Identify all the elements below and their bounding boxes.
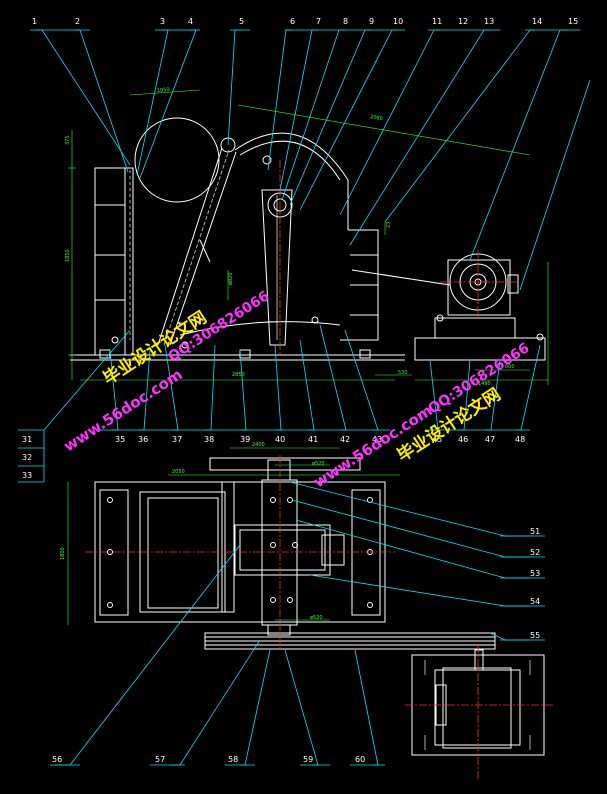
dim-6: 530 (398, 370, 408, 376)
callout-58: 58 (228, 755, 238, 764)
callout-46: 46 (458, 435, 468, 444)
callout-37: 37 (172, 435, 182, 444)
callout-47: 47 (485, 435, 495, 444)
plan-bottom-callout-labels: 56 57 58 59 60 (52, 755, 365, 764)
callout-5: 5 (239, 17, 244, 26)
callout-15: 15 (568, 17, 578, 26)
callout-52: 52 (530, 548, 540, 557)
callout-8: 8 (343, 17, 348, 26)
callout-60: 60 (355, 755, 365, 764)
callout-32: 32 (22, 453, 32, 462)
callout-48: 48 (515, 435, 525, 444)
callout-54: 54 (530, 597, 540, 606)
callout-43: 43 (372, 435, 382, 444)
dim-3: 1850 (65, 249, 71, 262)
leader-lines (18, 29, 591, 766)
callout-36: 36 (138, 435, 148, 444)
callout-55: 55 (530, 631, 540, 640)
callout-41: 41 (308, 435, 318, 444)
callout-42: 42 (340, 435, 350, 444)
v-belt-sheave (204, 632, 496, 650)
callout-38: 38 (204, 435, 214, 444)
dim-7: 600 (505, 364, 515, 370)
callout-33: 33 (22, 471, 32, 480)
callout-40: 40 (275, 435, 285, 444)
dimension-labels: 1950 2080 1850 375 2850 530 600 1490 240… (60, 87, 515, 621)
callout-10: 10 (393, 17, 403, 26)
callout-53: 53 (530, 569, 540, 578)
centerlines (85, 160, 555, 780)
callout-14: 14 (532, 17, 542, 26)
dim-5: 2850 (232, 372, 245, 378)
callout-31: 31 (22, 435, 32, 444)
dim-15: 23 (386, 222, 392, 228)
dim-2: 2080 (370, 114, 384, 122)
dimension-lines (67, 89, 549, 625)
elevation-view (70, 117, 405, 361)
callout-6: 6 (290, 17, 295, 26)
dim-11: 1800 (60, 547, 66, 560)
callout-51: 51 (530, 527, 540, 536)
callout-13: 13 (484, 17, 494, 26)
dim-9: 2400 (252, 442, 265, 448)
callout-7: 7 (316, 17, 321, 26)
dim-10: 2050 (172, 469, 185, 475)
callout-57: 57 (155, 755, 165, 764)
motor-belt-line (351, 269, 451, 286)
callout-12: 12 (458, 17, 468, 26)
dim-14: ø820 (228, 272, 234, 285)
callout-4: 4 (188, 17, 193, 26)
callout-35: 35 (115, 435, 125, 444)
top-callout-labels: 1 2 3 4 5 6 7 8 9 10 11 12 13 14 15 (32, 17, 578, 26)
callout-9: 9 (369, 17, 374, 26)
plan-callout-labels: 51 52 53 54 55 (530, 527, 540, 640)
dim-12: ø520 (312, 461, 325, 467)
callout-56: 56 (52, 755, 62, 764)
bottom-callout-labels: 35 36 37 38 39 40 41 42 43 45 46 47 48 (115, 435, 525, 444)
dim-8: 1490 (478, 381, 491, 387)
callout-3: 3 (160, 17, 165, 26)
dim-4: 375 (65, 135, 71, 145)
callout-11: 11 (432, 17, 442, 26)
callout-1: 1 (32, 17, 37, 26)
side-callout-labels: 31 32 33 (22, 435, 32, 480)
callout-2: 2 (75, 17, 80, 26)
callout-45: 45 (432, 435, 442, 444)
callout-39: 39 (240, 435, 250, 444)
callout-59: 59 (303, 755, 313, 764)
dim-13: ø520 (310, 615, 323, 621)
dim-1: 1950 (157, 87, 170, 94)
